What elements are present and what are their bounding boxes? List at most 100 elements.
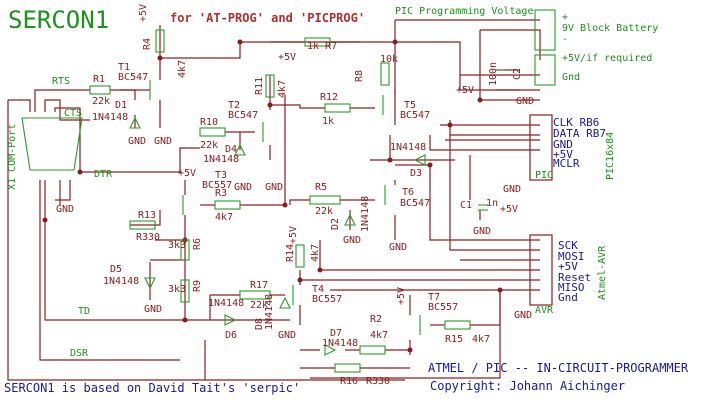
pic-pin-5: MCLR [553, 157, 580, 170]
t2-label: T2 [228, 100, 240, 111]
d7-value: 1N4148 [322, 338, 358, 349]
r12-value: 1k [322, 116, 334, 127]
cts-label: CTS [64, 108, 82, 119]
t1-value: BC547 [118, 72, 148, 83]
gnd-d2: GND [343, 235, 361, 246]
r13-label: R13 [138, 210, 156, 221]
r15-label: R15 [445, 334, 463, 345]
c1-value: 1n [486, 198, 498, 209]
gnd-avr: GND [514, 310, 532, 321]
t3-label: T3 [215, 170, 227, 181]
avr-pin-1: SCK [558, 239, 578, 252]
labels: PIC Programming Voltage + 9V Block Batte… [7, 4, 658, 387]
r9-value: 3k3 [168, 284, 186, 295]
wires [7, 19, 553, 381]
t7-value: BC557 [428, 302, 458, 313]
components [21, 9, 556, 373]
r6-label: R6 [192, 238, 203, 250]
com-port-label: X1 COM-Port [7, 124, 18, 190]
d3-value: 1N4148 [390, 142, 426, 153]
plus5-r4: +5V [138, 4, 149, 22]
t6-value: BC547 [400, 198, 430, 209]
avr-pin-4: Reset [558, 271, 591, 284]
r2-value: 4k7 [370, 330, 388, 341]
d5-label: D5 [110, 264, 122, 275]
plus5-r14: +5V [288, 226, 299, 244]
battery-plus-label: + [562, 12, 568, 23]
avr-pin-3: +5V [558, 260, 578, 273]
r5-value: 22k [315, 206, 333, 217]
t6-label: T6 [402, 187, 414, 198]
gnd-pic: GND [503, 184, 521, 195]
t4-value: BC557 [312, 294, 342, 305]
pic-pin-3: GND [553, 138, 573, 151]
t1-label: T1 [118, 62, 130, 73]
pic-pin-4: +5V [553, 148, 573, 161]
gnd-com: GND [56, 204, 74, 215]
r16-label: R16 [340, 376, 358, 387]
rts-label: RTS [52, 76, 70, 87]
gnd-c1: GND [473, 226, 491, 237]
d8-value: 1N4148 [264, 294, 275, 330]
subtitle: for 'AT-PROG' and 'PICPROG' [170, 11, 365, 25]
d6-label: D6 [225, 330, 237, 341]
r4-value: 4k7 [177, 60, 188, 78]
gnd-t6: GND [389, 242, 407, 253]
avr-pin-6: Gnd [558, 291, 578, 304]
battery-minus-label: - [562, 34, 568, 45]
pic-pin-1: CLK RB6 [553, 116, 599, 129]
d6-value: 1N4148 [208, 298, 244, 309]
t5-label: T5 [404, 100, 416, 111]
atmel-chip-label: Atmel-AVR [597, 245, 608, 300]
avr-box-label: AVR [535, 305, 554, 316]
avr-pin-5: MISO [558, 281, 585, 294]
pic-pin-2: DATA RB7 [553, 127, 606, 140]
t3-value: BC557 [202, 180, 232, 191]
plus5-t3: +5V [178, 168, 196, 179]
r14-value: 4k7 [310, 244, 321, 262]
d8-label: D8 [254, 318, 265, 330]
r11-value: 4k7 [277, 80, 288, 98]
battery-name-label: 9V Block Battery [562, 23, 658, 34]
plus5-t7: +5V [396, 287, 407, 305]
r10-value: 22k [200, 140, 218, 151]
avr-pin-2: MOSI [558, 250, 585, 263]
credit-left: SERCON1 is based on David Tait's 'serpic… [4, 381, 300, 395]
gnd-d8: GND [278, 330, 296, 341]
dtr-label: DTR [94, 169, 113, 180]
td-label: TD [78, 306, 90, 317]
title: SERCON1 [8, 6, 109, 34]
t5-value: BC547 [400, 110, 430, 121]
t2-value: BC547 [228, 110, 258, 121]
r3-value: 4k7 [215, 212, 233, 223]
pic-chip-label: PIC16x84 [605, 132, 616, 180]
t4-label: T4 [312, 284, 324, 295]
gnd-t1: GND [154, 136, 172, 147]
d1-value: 1N4148 [92, 112, 128, 123]
gnd-d5: GND [144, 304, 162, 315]
d2-label: D2 [330, 218, 341, 230]
d7-label: D7 [330, 328, 342, 339]
pic-voltage-label: PIC Programming Voltage [395, 6, 533, 17]
r10-label: R10 [200, 117, 218, 128]
r16-value: R330 [366, 376, 390, 387]
d3-label: D3 [410, 168, 422, 179]
r14-label: R14 [285, 244, 296, 262]
gnd-out-label: Gnd [562, 72, 580, 83]
c2-label: C2 [512, 68, 523, 80]
r9-label: R9 [192, 280, 203, 292]
r12-label: R12 [320, 92, 338, 103]
plus5-c1: +5V [500, 204, 518, 215]
heading-right: ATMEL / PIC -- IN-CIRCUIT-PROGRAMMER [428, 361, 689, 375]
t7-label: T7 [428, 292, 440, 303]
dsr-label: DSR [70, 348, 89, 359]
r8-label: R8 [354, 70, 365, 82]
r17-label: R17 [250, 280, 268, 291]
gnd-batt: GND [516, 96, 534, 107]
c2-value: 100n [488, 62, 499, 86]
d4-value: 1N4148 [203, 154, 239, 165]
r8-value: 10k [380, 54, 398, 65]
r17-value: 22k [250, 300, 268, 311]
